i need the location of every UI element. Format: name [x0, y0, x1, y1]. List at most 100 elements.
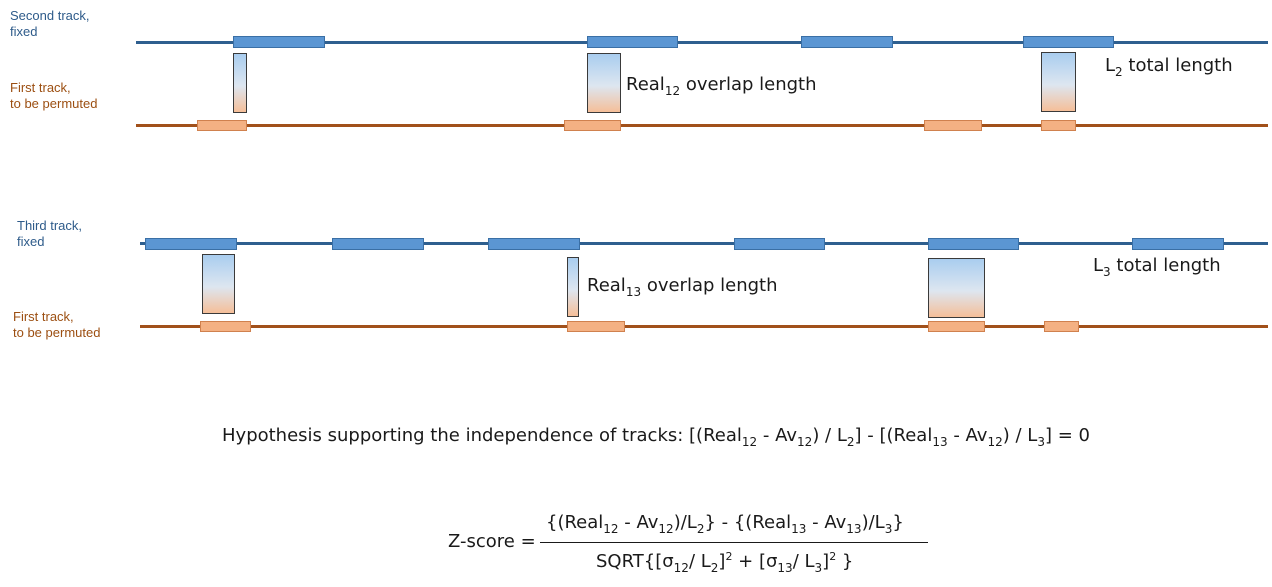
- l3-sub: 3: [1103, 265, 1111, 279]
- den-sub: 13: [777, 561, 793, 575]
- third-track-label-line1: Third track,: [17, 218, 83, 233]
- first-track-label-2-line1: First track,: [13, 309, 74, 324]
- overlap-box: [202, 254, 235, 314]
- first-track-segment: [200, 321, 251, 332]
- num-sub: 12: [603, 522, 619, 536]
- num-sub: 3: [884, 522, 893, 536]
- real13-main: Real: [587, 275, 626, 296]
- l2-rest: total length: [1122, 55, 1233, 76]
- num-part: }: [892, 512, 904, 533]
- third-track-segment: [928, 238, 1019, 250]
- third-track-label-line2: fixed: [17, 234, 45, 249]
- third-track-segment: [332, 238, 424, 250]
- hyp-sub: 12: [987, 435, 1003, 449]
- hyp-part: ) / L: [812, 425, 847, 446]
- num-part: } - {(Real: [704, 512, 792, 533]
- first-track-line-2: [140, 325, 1268, 328]
- zscore-denominator: SQRT{[σ12/ L2]2 + [σ13/ L3]2 }: [596, 550, 853, 575]
- second-track-segment: [801, 36, 893, 48]
- num-sub: 13: [791, 522, 807, 536]
- first-track-segment: [1044, 321, 1079, 332]
- den-part: SQRT{[σ: [596, 551, 674, 572]
- den-part: ]: [718, 551, 726, 572]
- real12-sub: 12: [664, 84, 681, 98]
- num-part: - Av: [618, 512, 659, 533]
- num-sub: 13: [846, 522, 862, 536]
- first-track-line-1: [136, 124, 1268, 127]
- l3-rest: total length: [1110, 255, 1221, 276]
- hyp-part: ] - [(Real: [854, 425, 933, 446]
- second-track-line: [136, 41, 1268, 44]
- second-track-label-line1: Second track,: [10, 8, 90, 23]
- overlap-box: [587, 53, 621, 113]
- hyp-sub: 2: [846, 435, 855, 449]
- first-track-label-1-line1: First track,: [10, 80, 71, 95]
- num-part: - Av: [806, 512, 847, 533]
- third-track-segment: [734, 238, 825, 250]
- l2-length-label: L2 total length: [1105, 55, 1233, 83]
- num-part: )/L: [861, 512, 885, 533]
- den-part: ]: [822, 551, 830, 572]
- den-part: }: [836, 551, 854, 572]
- overlap-box: [1041, 52, 1076, 112]
- l2-main: L: [1105, 55, 1116, 76]
- first-track-segment: [924, 120, 982, 131]
- den-part: / L: [792, 551, 815, 572]
- first-track-label-1-line2: to be permuted: [10, 96, 98, 111]
- third-track-segment: [488, 238, 580, 250]
- first-track-segment: [197, 120, 247, 131]
- real13-rest: overlap length: [641, 275, 778, 296]
- first-track-segment: [564, 120, 621, 131]
- second-track-segment: [233, 36, 325, 48]
- den-sub: 12: [673, 561, 689, 575]
- hyp-sub: 13: [932, 435, 948, 449]
- third-track-segment: [1132, 238, 1224, 250]
- hyp-part: Hypothesis supporting the independence o…: [222, 425, 742, 446]
- third-track-segment: [145, 238, 237, 250]
- hyp-sub: 12: [797, 435, 813, 449]
- l2-sub: 2: [1115, 65, 1123, 79]
- den-sup: 2: [829, 550, 837, 563]
- num-sub: 2: [696, 522, 705, 536]
- hyp-part: - Av: [757, 425, 798, 446]
- overlap-box: [233, 53, 247, 113]
- hyp-sub: 3: [1037, 435, 1045, 449]
- second-track-segment: [1023, 36, 1114, 48]
- den-sup: 2: [725, 550, 733, 563]
- zscore-fraction-bar: [540, 542, 928, 543]
- first-track-label-2: First track, to be permuted: [13, 309, 100, 341]
- hyp-part: ] = 0: [1044, 425, 1090, 446]
- second-track-label-line2: fixed: [10, 24, 38, 39]
- real12-overlap-label: Real12 overlap length: [626, 74, 817, 102]
- overlap-box: [567, 257, 579, 317]
- real12-main: Real: [626, 74, 665, 95]
- first-track-segment: [567, 321, 625, 332]
- den-sub: 2: [710, 561, 719, 575]
- first-track-segment: [1041, 120, 1076, 131]
- real12-rest: overlap length: [680, 74, 817, 95]
- real13-overlap-label: Real13 overlap length: [587, 275, 778, 303]
- second-track-segment: [587, 36, 678, 48]
- overlap-box: [928, 258, 985, 318]
- real13-sub: 13: [625, 285, 642, 299]
- l3-length-label: L3 total length: [1093, 255, 1221, 283]
- first-track-label-1: First track, to be permuted: [10, 80, 97, 112]
- first-track-segment: [928, 321, 985, 332]
- zscore-lhs: Z-score =: [448, 531, 536, 552]
- hyp-sub: 12: [741, 435, 758, 449]
- first-track-label-2-line2: to be permuted: [13, 325, 101, 340]
- second-track-label: Second track, fixed: [10, 8, 90, 40]
- hyp-part: ) / L: [1002, 425, 1038, 446]
- den-part: + [σ: [732, 551, 778, 572]
- num-part: )/L: [673, 512, 697, 533]
- num-sub: 12: [658, 522, 674, 536]
- third-track-line: [140, 242, 1268, 245]
- den-sub: 3: [814, 561, 823, 575]
- l3-main: L: [1093, 255, 1104, 276]
- hypothesis-statement: Hypothesis supporting the independence o…: [222, 425, 1090, 449]
- num-part: {(Real: [546, 512, 604, 533]
- zscore-numerator: {(Real12 - Av12)/L2} - {(Real13 - Av13)/…: [546, 512, 904, 536]
- third-track-label: Third track, fixed: [17, 218, 82, 250]
- den-part: / L: [688, 551, 711, 572]
- hyp-part: - Av: [947, 425, 988, 446]
